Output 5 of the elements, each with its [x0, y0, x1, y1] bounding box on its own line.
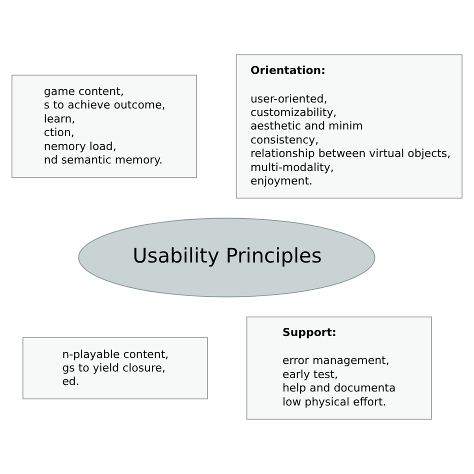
node-box: Orientation: user-oriented, customizability, aesthetic and minim consistency, relationship between virtual objects, multi-modality, enjoyment.: [236, 54, 463, 199]
node-box: Support: error management, early test, help and documenta low physical effort.: [246, 316, 432, 420]
node-box: game content, s to achieve outcome, learn, ction, nemory load, nd semantic memory.: [11, 74, 198, 178]
node-ellipse: Usability Principles: [78, 218, 376, 298]
node-box: n-playable content, gs to yield closure, ed.: [22, 337, 208, 400]
